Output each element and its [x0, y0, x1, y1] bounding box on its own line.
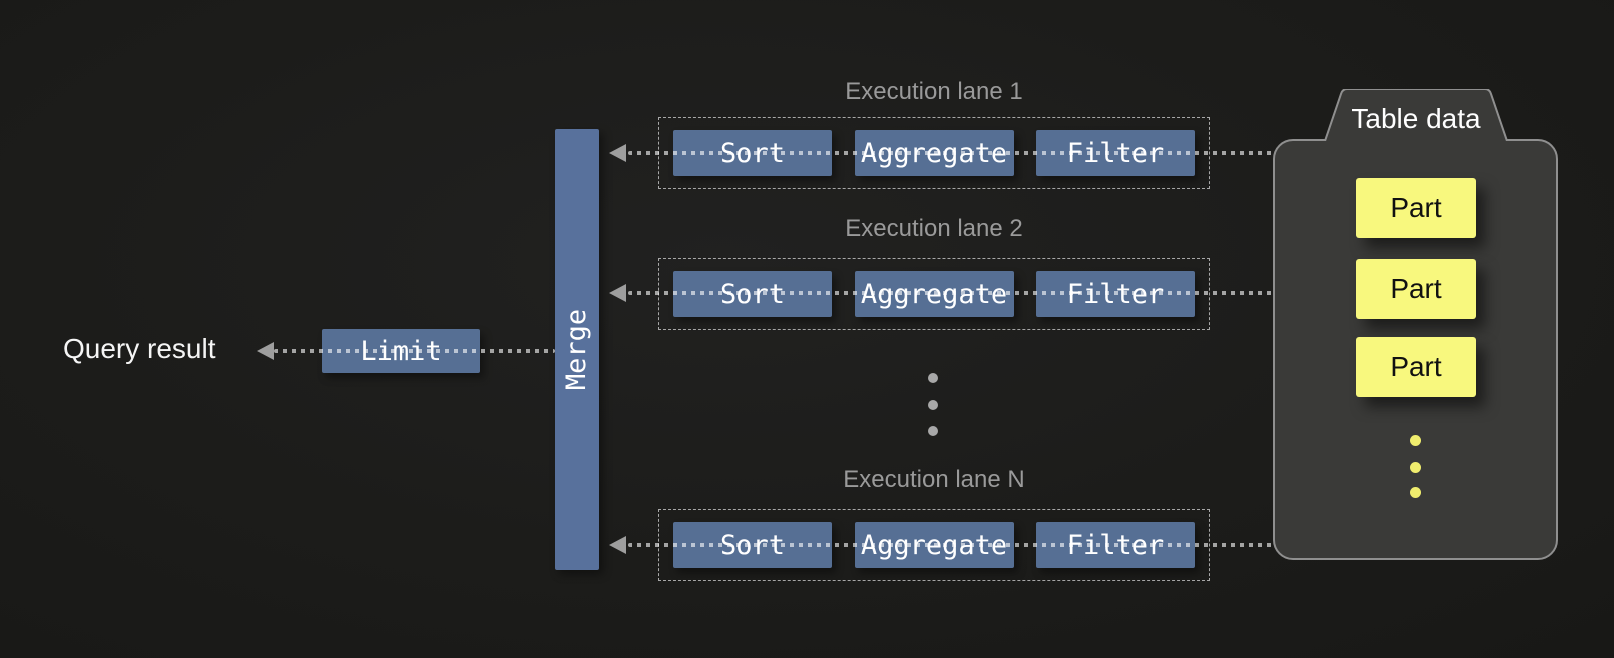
sort-label: Sort	[719, 137, 786, 169]
execution-lane-1: Sort Aggregate Filter	[658, 117, 1210, 189]
table-data-container: Part Part Part	[1273, 139, 1558, 560]
aggregate-label: Aggregate	[860, 137, 1008, 169]
lane-title: Execution lane 2	[845, 215, 1023, 242]
arrow-left-icon	[257, 342, 274, 360]
part-label: Part	[1390, 192, 1442, 223]
part-box: Part	[1356, 259, 1476, 319]
merge-label: Merge	[561, 308, 593, 391]
ellipsis-dot	[1410, 487, 1421, 498]
dotted-connector-lane-1	[628, 151, 1273, 155]
query-result-label: Query result	[63, 333, 216, 364]
part-box: Part	[1356, 178, 1476, 238]
arrow-left-icon	[609, 144, 626, 162]
table-data-title: Table data	[1351, 103, 1481, 134]
dotted-connector-limit	[274, 349, 555, 353]
sort-label: Sort	[719, 278, 786, 310]
filter-label: Filter	[1066, 137, 1165, 169]
part-label: Part	[1390, 273, 1442, 304]
ellipsis-dot	[1410, 462, 1421, 473]
dotted-connector-lane-n	[628, 543, 1273, 547]
ellipsis-dot	[1410, 435, 1421, 446]
arrow-left-icon	[609, 284, 626, 302]
aggregate-label: Aggregate	[860, 529, 1008, 561]
aggregate-label: Aggregate	[860, 278, 1008, 310]
operator-box-aggregate: Aggregate	[854, 522, 1014, 568]
dotted-connector-lane-2	[628, 291, 1273, 295]
ellipsis-dot	[928, 373, 938, 383]
part-box: Part	[1356, 337, 1476, 397]
operator-box-aggregate: Aggregate	[854, 130, 1014, 176]
execution-lane-n: Sort Aggregate Filter	[658, 509, 1210, 581]
ellipsis-dot	[928, 400, 938, 410]
sort-label: Sort	[719, 529, 786, 561]
lane-title: Execution lane N	[843, 466, 1025, 493]
arrow-left-icon	[609, 536, 626, 554]
lane-title: Execution lane 1	[845, 78, 1023, 105]
execution-lane-2: Sort Aggregate Filter	[658, 258, 1210, 330]
ellipsis-dot	[928, 426, 938, 436]
filter-label: Filter	[1066, 278, 1165, 310]
filter-label: Filter	[1066, 529, 1165, 561]
merge-bar: Merge	[555, 129, 599, 570]
operator-box-aggregate: Aggregate	[854, 271, 1014, 317]
part-label: Part	[1390, 351, 1442, 382]
table-data-tab	[1324, 89, 1508, 141]
limit-label: Limit	[360, 335, 442, 367]
